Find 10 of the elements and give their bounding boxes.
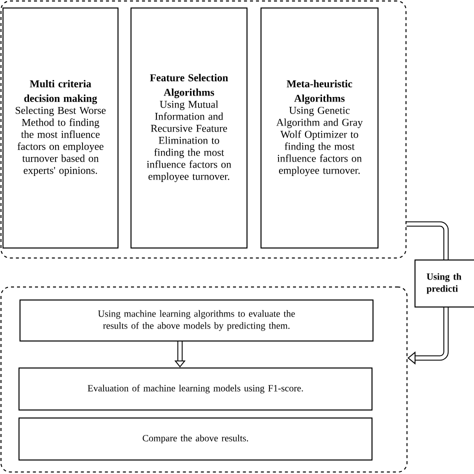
side-box: Using th predicti xyxy=(414,260,474,308)
process-box: Using machine learning algorithms to evaluate the results of the above models by predicting them. xyxy=(20,300,374,342)
process-box: Evaluation of machine learning models using F1-score. xyxy=(18,368,372,410)
hollow-arrow xyxy=(408,308,449,365)
dashed-group-box xyxy=(0,286,408,472)
process-box: Compare the above results. xyxy=(18,418,372,460)
category-box: Feature Selection Algorithms Using Mutual Information and Recursive Feature Elimination to finding the most influence factors on employee turnover. xyxy=(130,8,248,248)
category-box: Multi criteria decision making Selecting Best Worse Method to finding the most influence factors on employee turnover based on experts' opinions. xyxy=(2,8,118,248)
dashed-group-box xyxy=(0,0,406,258)
category-box: Meta-heuristic Algorithms Using Genetic Algorithm and Gray Wolf Optimizer to finding the most influence factors on employee turnover. xyxy=(260,8,378,248)
